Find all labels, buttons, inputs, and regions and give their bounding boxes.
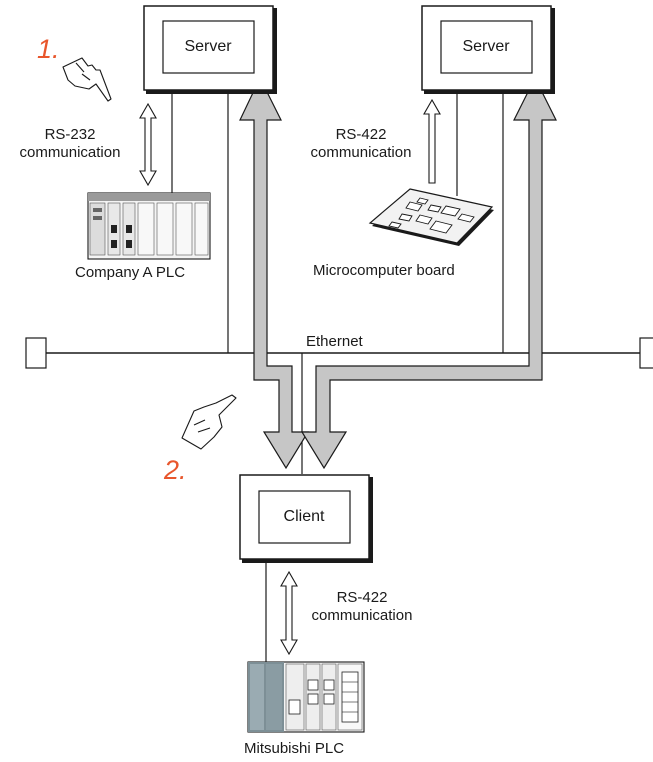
server2-client-data-arrow xyxy=(300,76,557,470)
ethernet-label: Ethernet xyxy=(306,333,363,350)
server2-label: Server xyxy=(462,38,510,55)
rs232-line2: communication xyxy=(19,144,121,161)
rs422-client-line2: communication xyxy=(311,607,413,624)
step-1-label: 1. xyxy=(37,34,60,64)
server1-client-data-arrow xyxy=(239,76,310,470)
server1-screen xyxy=(162,20,255,74)
rs232-double-arrow xyxy=(139,102,157,187)
client-screen xyxy=(258,490,351,544)
rs422-micro-label: RS-422 communication xyxy=(300,126,422,162)
pointing-hand-icon-2 xyxy=(181,394,237,450)
rs422-client-label: RS-422 communication xyxy=(302,589,422,625)
pointing-hand-icon-1 xyxy=(62,57,112,102)
rs422-client-double-arrow xyxy=(280,570,298,656)
company-a-plc-icon xyxy=(87,192,211,260)
microcomputer-board-icon xyxy=(368,188,494,246)
ethernet-terminator-left xyxy=(25,337,47,369)
rs232-label: RS-232 communication xyxy=(0,126,140,162)
server1-label: Server xyxy=(184,38,232,55)
server2-screen xyxy=(440,20,533,74)
client-label: Client xyxy=(283,508,325,525)
rs422-client-line1: RS-422 xyxy=(336,589,388,606)
rs422-micro-line2: communication xyxy=(310,144,412,161)
rs422-micro-line1: RS-422 xyxy=(335,126,387,143)
mitsubishi-plc-label: Mitsubishi PLC xyxy=(244,740,345,757)
mitsubishi-plc-icon xyxy=(247,661,365,733)
rs422-upload-arrow xyxy=(423,98,441,184)
microcomputer-board-label: Microcomputer board xyxy=(313,262,455,279)
rs232-line1: RS-232 xyxy=(44,126,96,143)
step-2-label: 2. xyxy=(164,455,187,485)
ethernet-terminator-right xyxy=(639,337,653,369)
company-a-plc-label: Company A PLC xyxy=(75,264,186,281)
